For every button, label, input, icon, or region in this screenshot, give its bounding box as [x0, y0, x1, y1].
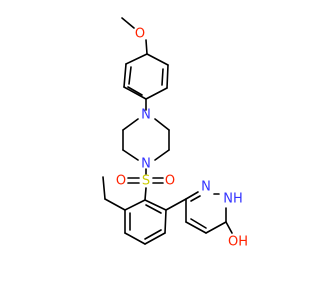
atom-label-n-piperazine-top: N — [141, 108, 151, 123]
bond — [154, 149, 170, 161]
bond — [144, 199, 167, 211]
structure-diagram: O N N S O O N NH OH — [102, 17, 248, 250]
atom-label-n-piperazine-bottom: N — [141, 157, 151, 172]
atom-label-n-pyridazine: N — [201, 180, 211, 195]
bond — [122, 149, 139, 161]
bond — [146, 53, 169, 66]
bond — [127, 86, 143, 96]
bond — [145, 204, 162, 214]
atom-label-s-sulfonyl: S — [142, 174, 150, 189]
bond — [124, 199, 146, 211]
bond — [190, 195, 201, 202]
bond — [122, 118, 139, 131]
bond — [125, 53, 148, 65]
bond — [164, 209, 167, 234]
bond — [185, 221, 207, 234]
bond — [166, 64, 169, 89]
bond — [161, 68, 164, 86]
bond — [124, 232, 146, 245]
bond — [144, 232, 166, 245]
atom-label-oh: OH — [228, 235, 248, 250]
bond — [205, 221, 227, 234]
bond — [165, 198, 187, 211]
bond — [185, 191, 199, 200]
atom-label-o-sulfonyl-right: O — [165, 174, 175, 189]
atom-label-o-sulfonyl-left: O — [116, 174, 126, 189]
bond — [128, 66, 132, 85]
bond — [145, 39, 148, 55]
bond — [144, 229, 162, 240]
bond — [104, 198, 126, 211]
bond — [225, 221, 233, 234]
bond — [102, 176, 106, 200]
bond — [123, 86, 147, 100]
atom-label-nh-pyridazine: NH — [223, 192, 243, 207]
atom-label-o-methoxy: O — [135, 27, 145, 42]
bond — [144, 187, 147, 201]
bond — [123, 63, 127, 88]
bond — [145, 87, 168, 100]
bond — [154, 118, 170, 131]
molecule-drawing: O N N S O O N NH OH — [102, 17, 248, 250]
bond — [121, 17, 135, 29]
bond — [190, 218, 207, 229]
